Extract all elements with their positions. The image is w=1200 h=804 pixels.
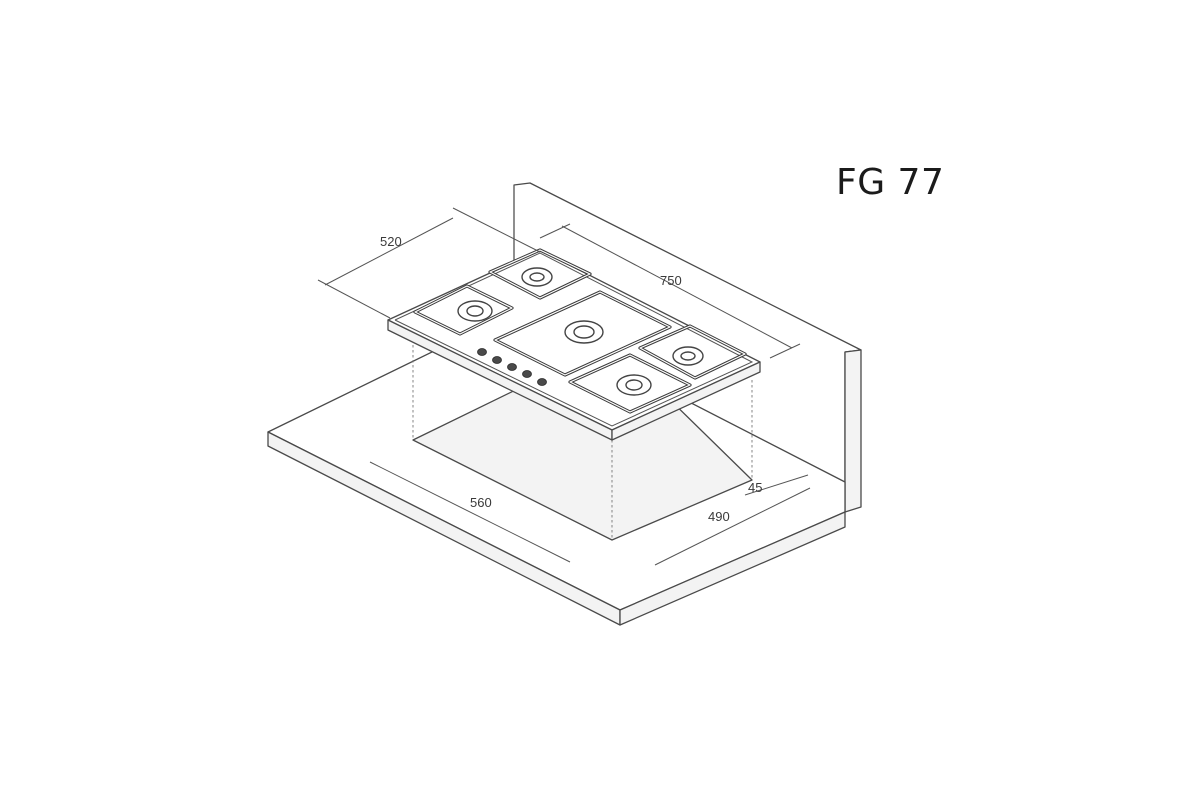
dimension-wall-distance: 45 <box>748 480 762 495</box>
model-title: FG 77 <box>836 162 945 203</box>
dimension-lines <box>317 207 811 566</box>
control-knobs <box>477 348 547 386</box>
dimension-hob-width: 750 <box>660 273 682 288</box>
burners <box>457 267 704 396</box>
dimension-hob-depth: 520 <box>380 234 402 249</box>
dimension-cutout-width: 560 <box>470 495 492 510</box>
pan-supports <box>413 248 747 414</box>
dimension-cutout-depth: 490 <box>708 509 730 524</box>
